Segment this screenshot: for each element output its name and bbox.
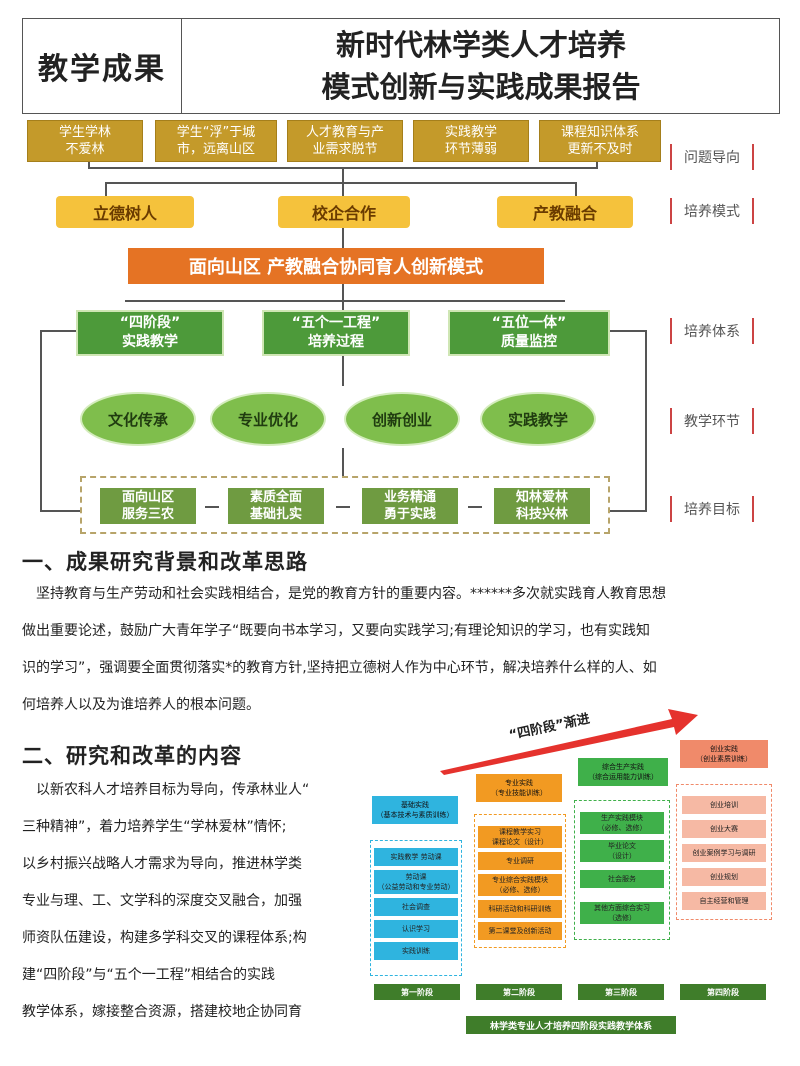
problem-box: 学生“浮”于城市，远离山区 [155,120,277,162]
stage4-item: 创业大赛 [682,820,766,838]
stage1-item: 劳动课（公益劳动和专业劳动） [374,870,458,894]
header-box: 教学成果 新时代林学类人才培养 模式创新与实践成果报告 [22,18,780,114]
tag-problem: 问题导向 [670,144,754,170]
system-box: “五位一体”质量监控 [448,310,610,356]
stage3-item: 其他方面综合实习（选修） [580,902,664,924]
section1-heading: 一、成果研究背景和改革思路 [22,550,308,574]
progress-arrow [440,709,698,775]
stage4-item: 创业规划 [682,868,766,886]
stage1-item: 实践训练 [374,942,458,960]
mode-box: 产教融合 [497,196,633,228]
tag-mode: 培养模式 [670,198,754,224]
stage2-item: 科研活动和科研训练 [478,900,562,918]
problem-box: 课程知识体系更新不及时 [539,120,661,162]
stage2-item: 专业调研 [478,852,562,870]
connector [645,330,647,512]
problem-box: 人才教育与产业需求脱节 [287,120,403,162]
stage1-frame [370,840,462,976]
stage-caption: 林学类专业人才培养四阶段实践教学体系 [466,1016,676,1034]
mode-box: 立德树人 [56,196,194,228]
connector [105,182,107,196]
stage4-item: 自主经营和管理 [682,892,766,910]
stage1-item: 社会调查 [374,898,458,916]
stage2-item: 专业综合实践模块（必修、选修） [478,874,562,896]
stage4-frame [676,784,772,920]
teaching-link-oval: 专业优化 [210,392,326,446]
stage2-head: 专业实践（专业技能训练） [476,774,562,802]
stage1-head: 基础实践（基本技术与素质训练） [372,796,458,824]
text-line: 坚持教育与生产劳动和社会实践相结合，是党的教育方针的重要内容。******多次就… [36,586,666,602]
connector [105,182,575,184]
text-line: 三种精神”，着力培养学生“学林爱林”情怀; [22,819,287,835]
section2-heading: 二、研究和改革的内容 [22,744,242,768]
stage1-item: 认识学习 [374,920,458,938]
stage4-item: 创业培训 [682,796,766,814]
text-line: 识的学习”，强调要全面贯彻落实*的教育方针,坚持把立德树人作为中心环节，解决培养… [22,660,657,676]
connector [342,448,344,476]
teaching-link-oval: 实践教学 [480,392,596,446]
problem-box: 实践教学环节薄弱 [413,120,529,162]
connector [125,300,565,302]
system-box: “五个一工程”培养过程 [262,310,410,356]
stage2-frame [474,814,566,948]
stage2-item: 课程教学实习课程论文（设计） [478,826,562,848]
connector [342,354,344,386]
stage2-item: 第二课堂及创新活动 [478,922,562,940]
teaching-link-oval: 创新创业 [344,392,460,446]
text-line: 何培养人以及为谁培养人的根本问题。 [22,697,260,713]
mode-box: 校企合作 [278,196,410,228]
tag-goal: 培养目标 [670,496,754,522]
goals-frame [80,476,610,534]
problem-box: 学生学林不爱林 [27,120,143,162]
stage4-item: 创业案例学习与调研 [682,844,766,862]
stage-label: 第四阶段 [680,984,766,1000]
stage3-item: 生产实践模块（必修、选修） [580,812,664,834]
system-box: “四阶段”实践教学 [76,310,224,356]
text-line: 师资队伍建设，构建多学科交叉的课程体系;构 [22,930,307,946]
goal-dash [336,506,350,508]
title-line-1: 新时代林学类人才培养 [335,28,626,62]
section2-body: 以新农科人才培养目标为导向，传承林业人“ 三种精神”，着力培养学生“学林爱林”情… [22,772,309,1031]
stage3-head: 综合生产实践（综合运用能力训练） [578,758,668,786]
text-line: 建“四阶段”与“五个一工程”相结合的实践 [22,967,276,983]
header-title: 新时代林学类人才培养 模式创新与实践成果报告 [183,19,779,113]
text-line: 做出重要论述，鼓励广大青年学子“既要向书本学习，又要向实践学习;有理论知识的学习… [22,623,650,639]
connector [596,160,598,169]
header-divider [181,19,182,113]
tag-system: 培养体系 [670,318,754,344]
stage1-item: 实践教学 劳动课 [374,848,458,866]
connector [40,510,80,512]
connector [575,182,577,196]
connector [88,160,90,169]
text-line: 专业与理、工、文学科的深度交叉融合，加强 [22,893,302,909]
goal-box: 业务精通勇于实践 [362,488,458,524]
goal-box: 面向山区服务三农 [100,488,196,524]
teaching-link-oval: 文化传承 [80,392,196,446]
connector [610,330,646,332]
tag-link: 教学环节 [670,408,754,434]
stage4-head: 创业实践（创业素质训练） [680,740,768,768]
goal-dash [468,506,482,508]
stage3-item: 毕业论文（设计） [580,840,664,862]
connector [610,510,646,512]
stage-label: 第三阶段 [578,984,664,1000]
goal-dash [205,506,219,508]
connector [40,330,76,332]
header-label: 教学成果 [38,52,166,87]
text-line: 以新农科人才培养目标为导向，传承林业人“ [36,782,310,798]
connector [342,226,344,248]
section1-body: 坚持教育与生产劳动和社会实践相结合，是党的教育方针的重要内容。******多次就… [22,576,666,724]
goal-box: 素质全面基础扎实 [228,488,324,524]
connector [40,330,42,512]
stage-label: 第一阶段 [374,984,460,1000]
core-mode-box: 面向山区 产教融合协同育人创新模式 [128,248,544,284]
connector [342,284,344,310]
goal-box: 知林爱林科技兴林 [494,488,590,524]
title-line-2: 模式创新与实践成果报告 [321,70,641,104]
stage-label: 第二阶段 [476,984,562,1000]
stage3-item: 社会服务 [580,870,664,888]
stage3-frame [574,800,670,940]
text-line: 教学体系，嫁接整合资源，搭建校地企协同育 [22,1004,302,1020]
text-line: 以乡村振兴战略人才需求为导向，推进林学类 [22,856,302,872]
